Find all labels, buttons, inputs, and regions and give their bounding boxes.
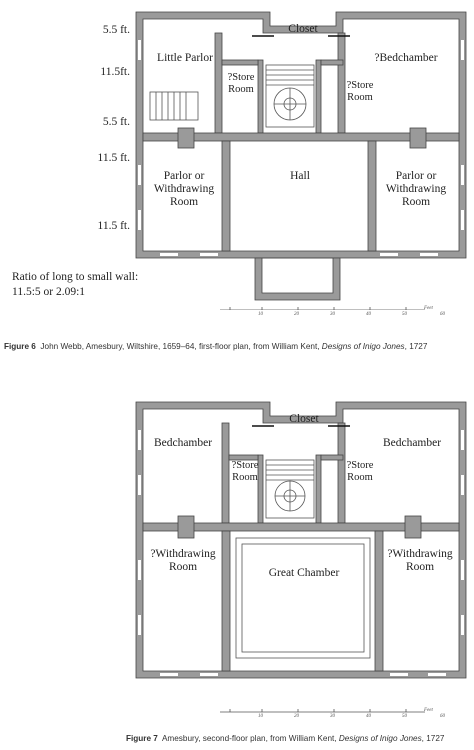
plan6-wall: [221, 140, 231, 252]
plan7-wall: [177, 515, 195, 539]
plan7-wall: [315, 454, 322, 524]
plan6-wall: [142, 132, 460, 142]
plan6-wall: [177, 127, 195, 149]
room-label-closet: Closet: [289, 413, 319, 425]
room-label-little-parlor: Little Parlor: [157, 52, 213, 64]
scale-tick-label: 60: [440, 714, 445, 719]
room-label-closet: Closet: [288, 23, 318, 35]
plan6-portico: [254, 257, 341, 301]
scale-tick-label: 10: [258, 312, 263, 317]
plan6-wall: [214, 32, 223, 134]
room-label-bedchamber-left: Bedchamber: [153, 437, 213, 449]
scale-tick-label: 30: [330, 714, 335, 719]
plan7-great-chamber-frame: [235, 537, 371, 659]
scale-unit-label: Feet: [424, 306, 433, 311]
plan7-wall: [320, 454, 344, 461]
plan7-stair-center: [265, 459, 315, 519]
plan6-wall: [257, 59, 264, 134]
plan6-wall: [367, 140, 377, 252]
plan6-outer-wall: [135, 11, 467, 259]
plan6-wall: [221, 59, 259, 66]
figure7-floor-plan: [135, 401, 467, 713]
room-label-store-room-right: ?Store Room: [346, 460, 374, 483]
room-label-withdrawing-left: ?Withdrawing Room: [150, 548, 216, 573]
scale-tick-label: 30: [330, 312, 335, 317]
scale-tick-label: 20: [294, 312, 299, 317]
scale-tick-label: 40: [366, 714, 371, 719]
room-label-bedchamber-right: Bedchamber: [382, 437, 442, 449]
figure-label: Figure 7: [126, 734, 158, 743]
caption-title: Designs of Inigo Jones: [338, 734, 422, 743]
figure6-caption: Figure 6 John Webb, Amesbury, Wiltshire,…: [4, 342, 427, 351]
plan7-wall: [374, 530, 384, 672]
room-label-store-room-right: ?Store Room: [346, 80, 374, 103]
scale-tick-label: 50: [402, 312, 407, 317]
figure6-floor-plan: [135, 11, 467, 310]
plan6-scale-labels: 10 20 30 40 50 60 Feet: [0, 306, 474, 322]
room-label-hall: Hall: [290, 170, 310, 182]
plan7-outer-wall: [135, 401, 467, 679]
plan7-wall: [404, 515, 422, 539]
plan7-wall: [142, 522, 460, 532]
figure-label: Figure 6: [4, 342, 36, 351]
plan6-stair-left: [149, 91, 199, 121]
scale-tick-label: 60: [440, 312, 445, 317]
plan6-scale-bar: [220, 307, 425, 310]
plan7-scale-labels: 10 20 30 40 50 60 Feet: [0, 708, 474, 722]
room-label-store-room-left: ?Store Room: [227, 72, 255, 95]
scale-tick-label: 40: [366, 312, 371, 317]
room-label-bedchamber: ?Bedchamber: [374, 52, 438, 64]
caption-text: John Webb, Amesbury, Wiltshire, 1659–64,…: [40, 342, 320, 351]
plan6-wall: [315, 59, 322, 134]
scale-tick-label: 10: [258, 714, 263, 719]
room-label-great-chamber: Great Chamber: [268, 567, 340, 579]
plan6-stair-center: [265, 64, 315, 128]
caption-year: , 1727: [421, 734, 445, 743]
dimension-label: 5.5 ft.: [102, 24, 130, 36]
dimension-label: 5.5 ft.: [102, 116, 130, 128]
scale-tick-label: 50: [402, 714, 407, 719]
dimension-label: 11.5 ft.: [97, 152, 130, 164]
caption-title: Designs of Inigo Jones: [321, 342, 405, 351]
plan7-scale-bar: [220, 709, 425, 713]
caption-text: Amesbury, second-floor plan, from Willia…: [161, 734, 337, 743]
dimension-label: 11.5 ft.: [97, 220, 130, 232]
plan6-wall: [409, 127, 427, 149]
ratio-note-line: Ratio of long to small wall:: [12, 271, 139, 283]
scale-unit-label: Feet: [424, 708, 433, 713]
scale-tick-label: 20: [294, 714, 299, 719]
ratio-note: Ratio of long to small wall: 11.5:5 or 2…: [12, 270, 138, 300]
ratio-note-line: 11.5:5 or 2.09:1: [12, 286, 86, 298]
plan6-wall: [320, 59, 344, 66]
plan7-wall: [228, 454, 259, 461]
room-label-withdrawing-right: ?Withdrawing Room: [387, 548, 453, 573]
room-label-store-room-left: ?Store Room: [231, 460, 259, 483]
caption-year: , 1727: [404, 342, 428, 351]
dimension-label: 11.5ft.: [100, 66, 130, 78]
room-label-parlor-right: Parlor or Withdrawing Room: [385, 170, 447, 208]
figure7-caption: Figure 7 Amesbury, second-floor plan, fr…: [126, 734, 444, 743]
plan7-wall: [221, 530, 231, 672]
room-label-parlor-left: Parlor or Withdrawing Room: [153, 170, 215, 208]
